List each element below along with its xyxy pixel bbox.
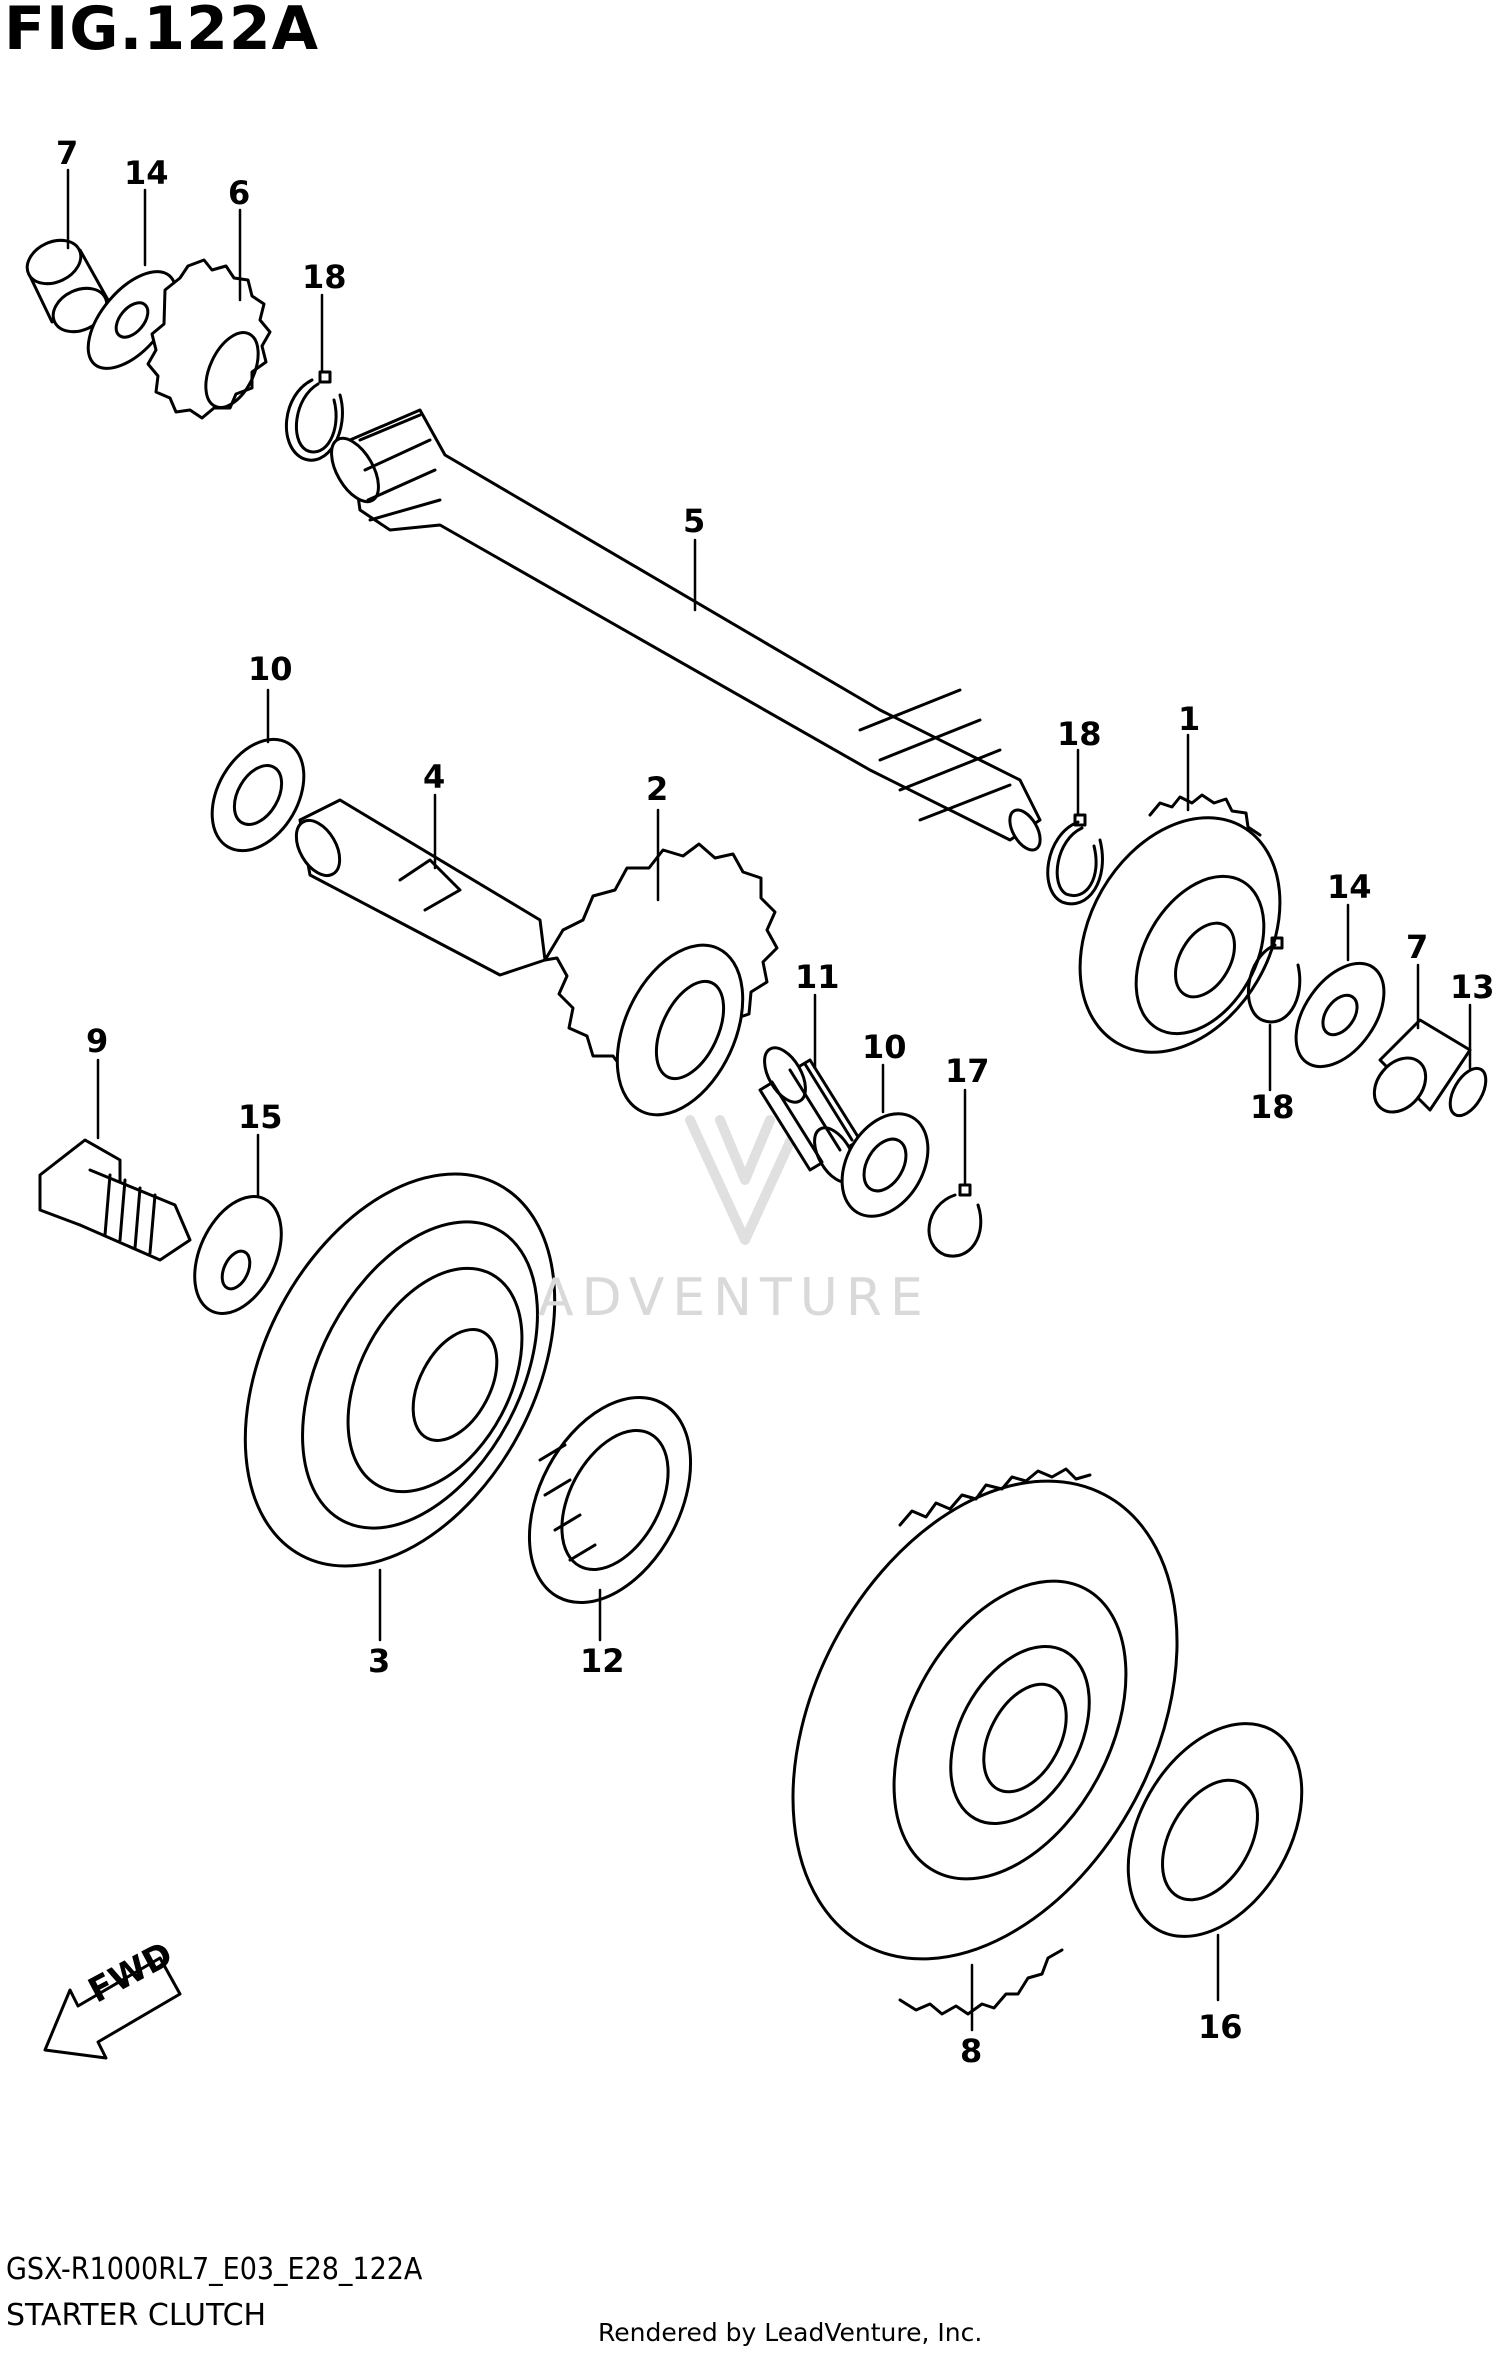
callout-4: 4 <box>423 758 445 796</box>
part-9-bolt <box>38 1138 192 1262</box>
callout-10: 10 <box>862 1028 907 1066</box>
callout-17: 17 <box>945 1052 990 1090</box>
part-12-needle-bearing <box>527 1395 693 1605</box>
part-7-bushing-right <box>1372 1018 1472 1114</box>
callout-18: 18 <box>302 258 347 296</box>
part-4-pin <box>294 798 547 977</box>
callout-14: 14 <box>124 154 169 192</box>
callout-13: 13 <box>1450 968 1495 1006</box>
callout-labels: 7 14 6 18 5 10 4 2 18 1 14 7 13 18 9 15 … <box>56 134 1495 2070</box>
part-17-circlip <box>927 1183 983 1258</box>
part-13-ring <box>1448 1066 1488 1118</box>
part-18-circlip-middle <box>1046 813 1104 906</box>
section-name: STARTER CLUTCH <box>6 2298 267 2333</box>
fwd-arrow-icon <box>43 1956 182 2060</box>
watermark-logo <box>685 1115 805 1245</box>
callout-15: 15 <box>238 1098 283 1136</box>
callout-9: 9 <box>86 1022 108 1060</box>
callout-7: 7 <box>1406 928 1428 966</box>
part-14-washer-right <box>1294 961 1386 1069</box>
render-credit: Rendered by LeadVenture, Inc. <box>598 2318 983 2347</box>
leader-lines <box>66 168 1472 2032</box>
part-18-circlip-top <box>284 370 344 462</box>
callout-2: 2 <box>646 770 668 808</box>
part-2-gear <box>543 842 779 1117</box>
callout-1: 1 <box>1178 700 1200 738</box>
part-18-circlip-right <box>1247 936 1302 1024</box>
callout-6: 6 <box>228 174 250 212</box>
part-8-large-gear <box>791 1467 1179 2016</box>
callout-11: 11 <box>795 958 840 996</box>
watermark-text: ADVENTURE <box>538 1268 931 1328</box>
part-10-washer-upper <box>210 737 306 853</box>
callout-7: 7 <box>56 134 78 172</box>
callout-18: 18 <box>1250 1088 1295 1126</box>
callout-8: 8 <box>960 2032 982 2070</box>
part-15-washer <box>193 1195 283 1315</box>
part-10-washer-lower <box>840 1112 930 1218</box>
callout-10: 10 <box>248 650 293 688</box>
part-3-clutch-housing <box>243 1172 557 1568</box>
model-code: GSX-R1000RL7_E03_E28_122A <box>6 2252 423 2287</box>
callout-5: 5 <box>683 502 705 540</box>
callout-3: 3 <box>368 1642 390 1680</box>
callout-18: 18 <box>1057 715 1102 753</box>
part-1-gear <box>1078 793 1282 1054</box>
callout-16: 16 <box>1198 2008 1243 2046</box>
part-5-shaft <box>330 408 1042 852</box>
callout-12: 12 <box>580 1642 625 1680</box>
part-16-washer <box>1126 1722 1304 1938</box>
callout-14: 14 <box>1327 868 1372 906</box>
figure-title: FIG.122A <box>4 0 320 64</box>
